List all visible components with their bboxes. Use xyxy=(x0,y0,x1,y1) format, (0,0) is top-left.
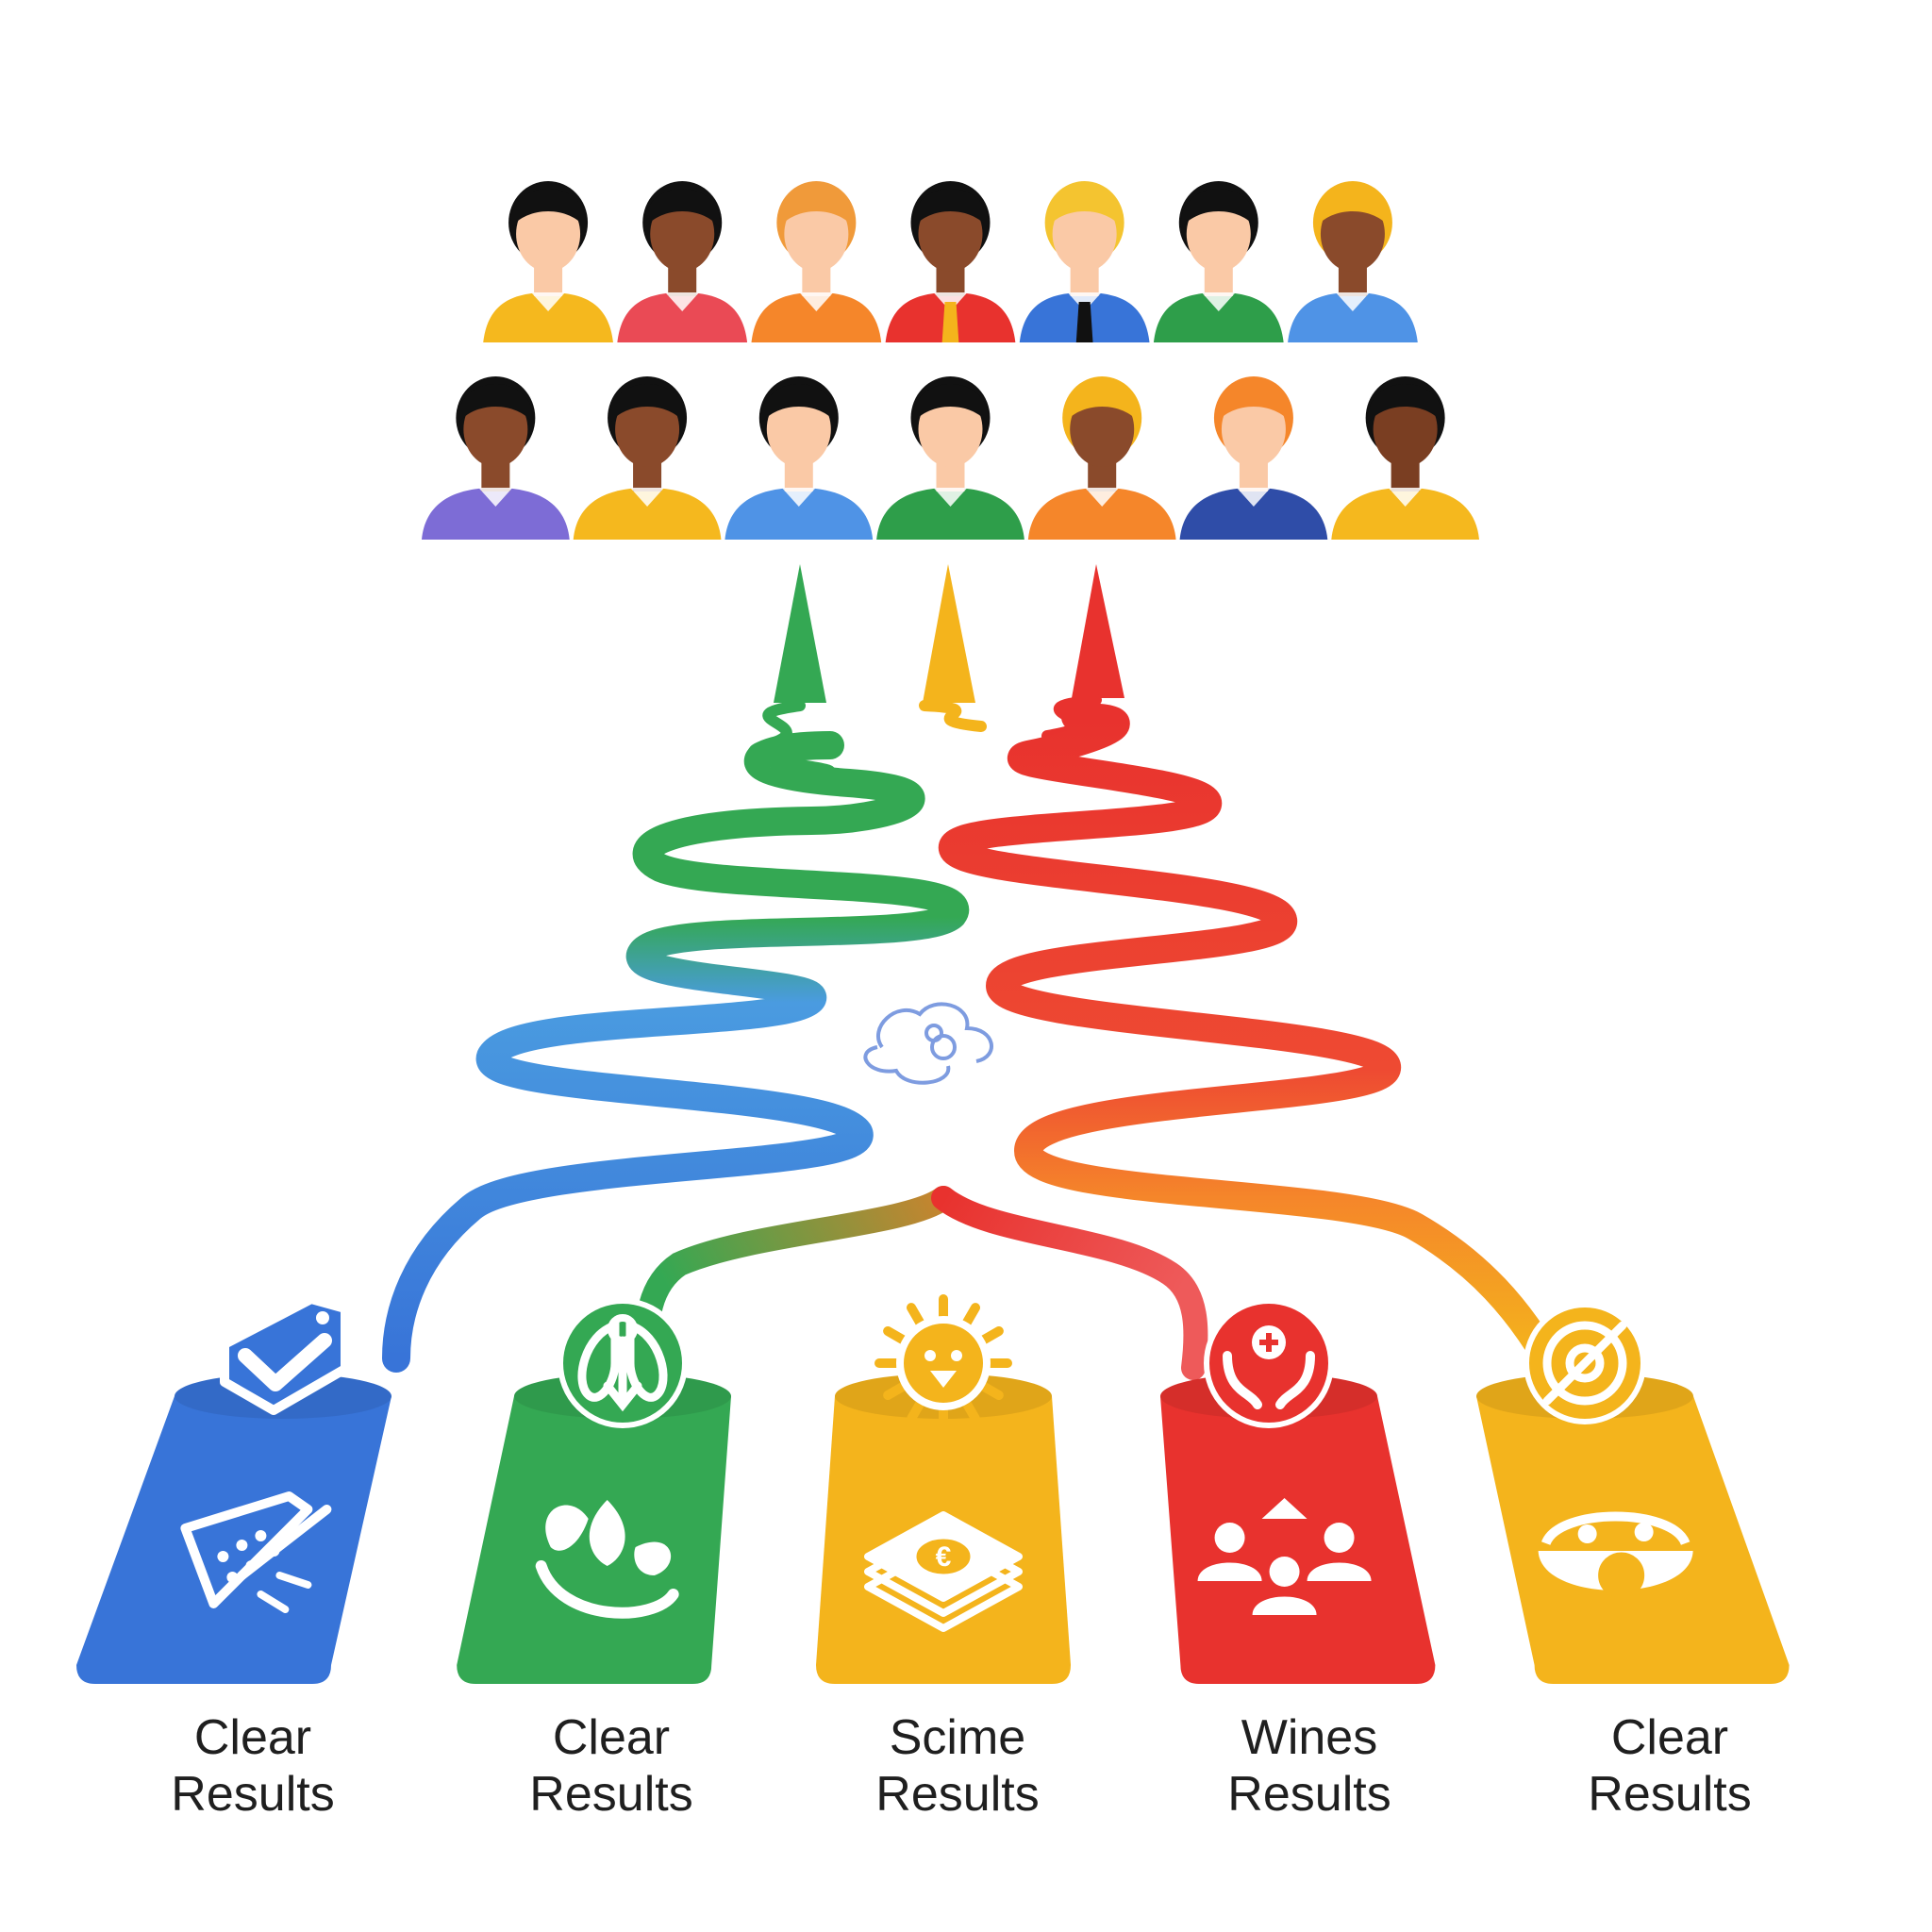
caption-line-2: Results xyxy=(529,1767,693,1822)
broom-sweep-icon xyxy=(180,1491,332,1613)
person-icon xyxy=(483,181,614,344)
green-arrow xyxy=(774,564,826,703)
red-arrow xyxy=(1072,564,1124,698)
svg-text:€: € xyxy=(936,1541,952,1573)
care-hands-icon xyxy=(1204,1298,1334,1428)
left-stream xyxy=(382,731,970,1373)
caption-line-2: Results xyxy=(1588,1767,1752,1822)
leaf-growth-icon xyxy=(535,1500,679,1619)
streams-group xyxy=(382,703,1561,1380)
community-icon xyxy=(1197,1498,1372,1615)
target-icon xyxy=(1524,1302,1646,1424)
outcome-tile xyxy=(457,1298,731,1684)
person-icon xyxy=(885,181,1016,344)
outcome-tile: € xyxy=(816,1294,1071,1684)
person-icon xyxy=(1019,181,1150,344)
person-icon xyxy=(876,376,1024,540)
center-right-stream xyxy=(931,1186,1208,1380)
person-icon xyxy=(1153,181,1284,344)
caption-line-1: Clear xyxy=(1610,1710,1729,1765)
person-icon xyxy=(1179,376,1328,540)
outcome-tile xyxy=(1160,1298,1436,1684)
right-stream xyxy=(939,703,1561,1373)
caption-line-1: Wines xyxy=(1241,1710,1378,1765)
person-icon xyxy=(1287,181,1418,344)
lungs-icon xyxy=(558,1298,688,1428)
caption-line-1: Clear xyxy=(552,1710,671,1765)
mail-check-icon xyxy=(220,1294,350,1415)
person-icon xyxy=(1331,376,1479,540)
outcome-tile xyxy=(76,1294,391,1684)
yellow-arrow-tail xyxy=(919,700,987,732)
cloud-doodle-icon xyxy=(863,1002,993,1085)
person-icon xyxy=(617,181,748,344)
person-icon xyxy=(422,376,570,540)
outcome-tile xyxy=(1476,1302,1790,1684)
caption-line-2: Results xyxy=(875,1767,1040,1822)
outcomes-group: € xyxy=(76,1294,1790,1684)
caption-line-2: Results xyxy=(1227,1767,1391,1822)
money-stack-icon: € xyxy=(864,1511,1023,1632)
person-icon xyxy=(573,376,722,540)
person-icon xyxy=(751,181,882,344)
person-icon xyxy=(724,376,874,540)
sun-face-icon xyxy=(874,1294,1012,1432)
caption-line-2: Results xyxy=(171,1767,335,1822)
yellow-arrow xyxy=(923,564,975,703)
crowd-group xyxy=(422,181,1479,540)
person-icon xyxy=(1027,376,1176,540)
caption-line-1: Scime xyxy=(889,1710,1026,1765)
caption-line-1: Clear xyxy=(193,1710,312,1765)
food-bowl-icon xyxy=(1538,1511,1693,1599)
